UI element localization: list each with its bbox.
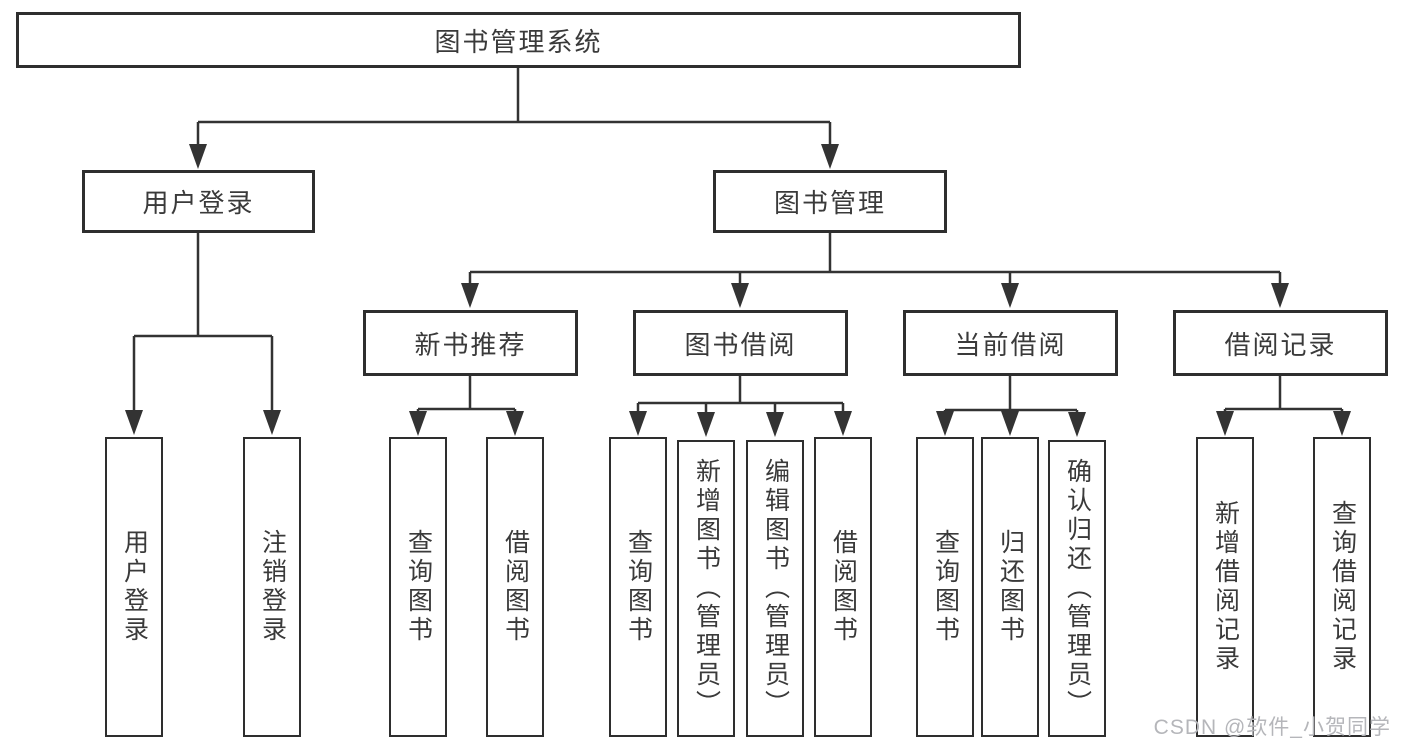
csdn-watermark: CSDN @软件_小贺同学 [1153,716,1391,739]
leaf-return-books: 归还图书 [981,437,1039,737]
leaf-query-borrow-record: 查询借阅记录 [1313,437,1371,737]
leaf-query-books-recommend: 查询图书 [389,437,447,737]
node-current-borrow-label: 当前借阅 [954,329,1067,360]
node-borrow-records: 借阅记录 [1173,310,1388,376]
node-book-management: 图书管理 [713,170,947,233]
node-library-system: 图书管理系统 [16,12,1021,68]
leaf-add-borrow-record: 新增借阅记录 [1196,437,1254,737]
node-library-system-label: 图书管理系统 [434,26,603,57]
leaf-add-books-admin: 新增图书（管理员） [677,440,735,737]
node-user-login: 用户登录 [82,170,315,233]
leaf-edit-books-admin: 编辑图书（管理员） [746,440,804,737]
node-new-book-recommend: 新书推荐 [363,310,578,376]
node-book-management-label: 图书管理 [773,188,886,218]
leaf-user-login: 用户登录 [105,437,163,737]
leaf-query-books-current: 查询图书 [916,437,974,737]
node-book-borrow: 图书借阅 [633,310,848,376]
node-borrow-records-label: 借阅记录 [1224,329,1337,360]
node-user-login-label: 用户登录 [142,188,255,218]
leaf-query-books-borrow: 查询图书 [609,437,667,737]
node-new-book-recommend-label: 新书推荐 [414,329,527,360]
node-current-borrow: 当前借阅 [903,310,1118,376]
leaf-borrow-books: 借阅图书 [814,437,872,737]
leaf-logout: 注销登录 [243,437,301,737]
node-book-borrow-label: 图书借阅 [684,329,797,360]
leaf-confirm-return-admin: 确认归还（管理员） [1048,440,1106,737]
leaf-borrow-books-recommend: 借阅图书 [486,437,544,737]
